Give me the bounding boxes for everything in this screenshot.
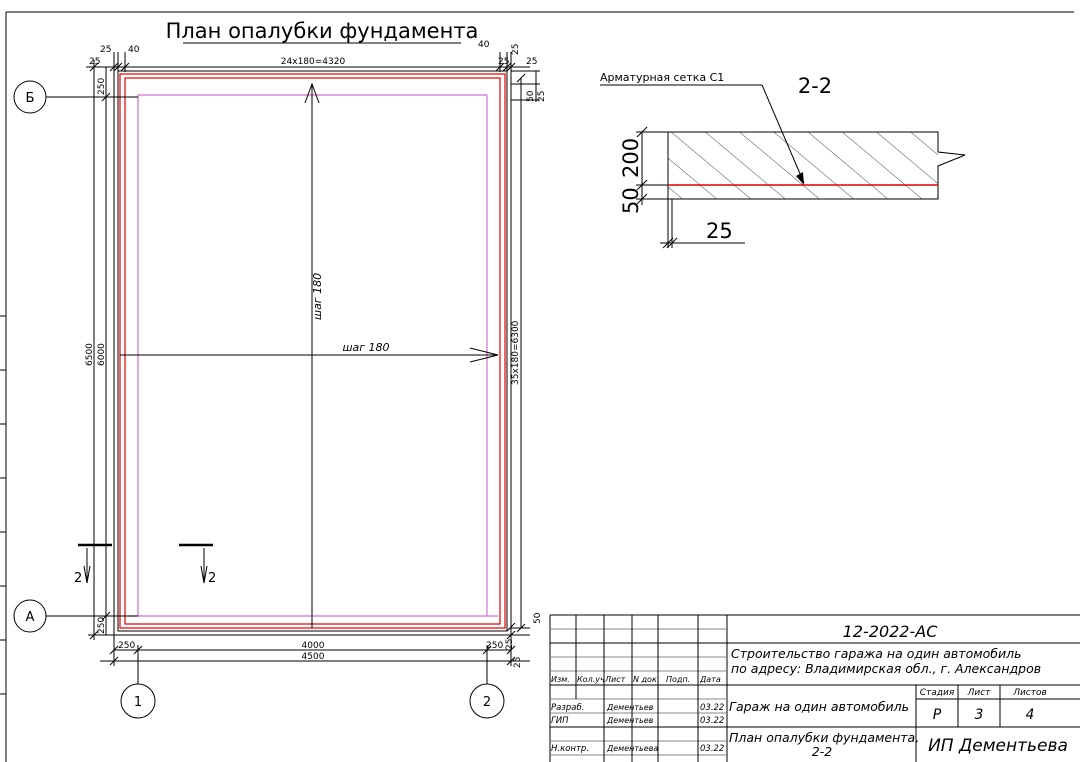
dim-right-25-top: 25	[537, 91, 547, 102]
stamp-row-date: 03.22	[700, 744, 724, 754]
dim-bottom-4500: 4500	[302, 652, 325, 662]
axis-bubble-1	[120, 645, 156, 719]
stamp-row-date: 03.22	[700, 703, 724, 713]
section-dim-200: 200	[619, 138, 643, 178]
plan-title: План опалубки фундамента	[166, 19, 479, 43]
section-dim-25: 25	[706, 219, 733, 243]
dim-top-25-right3: 25	[526, 57, 537, 67]
stamp-drawing-name-line1: План опалубки фундамента,	[729, 730, 919, 745]
left-margin-ticks	[0, 315, 6, 695]
dim-right-35x180: 35x180=6300	[511, 320, 521, 385]
stamp-sheet-label: Лист	[967, 688, 992, 698]
section-mark-left-label: 2	[74, 571, 82, 586]
stamp-header-data: Дата	[699, 675, 721, 684]
stamp-sheets-value: 4	[1026, 707, 1035, 723]
stamp-row-role: Н.контр.	[551, 744, 589, 754]
section-dimensions	[636, 126, 745, 249]
stamp-row-name: Дементьев	[606, 716, 654, 725]
dimension-left	[88, 60, 114, 640]
axis-bubble-2	[469, 645, 505, 719]
dim-top-25-left: 25	[89, 57, 100, 67]
step-label-horizontal: шаг 180	[342, 341, 389, 354]
dim-right-25-bottom: 25	[513, 657, 523, 668]
axis-label-a: А	[26, 610, 35, 625]
section-dim-50: 50	[619, 187, 643, 214]
stamp-row-date: 03.22	[700, 716, 724, 726]
section-title: 2-2	[798, 74, 832, 98]
dim-left-6000: 6000	[97, 343, 107, 366]
stamp-stage-value: Р	[933, 707, 942, 723]
stamp-row-name: Дементьева	[606, 744, 658, 753]
stamp-header-izm: Изм.	[551, 675, 570, 684]
stamp-row-name: Дементьев	[606, 703, 654, 712]
section-leader-label: Арматурная сетка С1	[600, 71, 724, 84]
axis-label-1: 1	[134, 695, 142, 710]
dim-right-50-bottom: 50	[533, 612, 543, 624]
dim-bottom-250-left: 250	[118, 641, 135, 651]
dim-top-25-right2: 25	[511, 44, 521, 55]
stamp-sheet-value: 3	[975, 707, 984, 723]
stamp-row-role: Разраб.	[551, 703, 584, 713]
axis-label-2: 2	[483, 695, 491, 710]
stamp-drawing-name-line2: 2-2	[812, 744, 832, 759]
stamp-stage-label: Стадия	[920, 688, 955, 698]
stamp-organization: ИП Дементьева	[928, 736, 1068, 756]
dim-bottom-25: 25	[505, 639, 515, 650]
section-mark-right-label: 2	[208, 571, 216, 586]
step-label-vertical: шаг 180	[311, 273, 324, 320]
dim-top-total: 24x180=4320	[281, 57, 346, 67]
stamp-project-line2: по адресу: Владимирская обл., г. Алексан…	[731, 661, 1041, 676]
dimension-top	[86, 52, 530, 72]
stamp-header-podp: Подп.	[666, 675, 690, 684]
stamp-row-role: ГИП	[551, 716, 569, 726]
axis-label-b: Б	[26, 91, 35, 106]
dim-top-40-left: 40	[128, 45, 140, 55]
dimension-right-top	[511, 70, 540, 102]
stamp-project-line1: Строительство гаража на один автомобиль	[731, 646, 1022, 661]
step-arrow-vertical	[304, 82, 320, 628]
dim-left-250-top: 250	[97, 78, 107, 95]
dim-top-25-right: 25	[498, 57, 509, 67]
dim-left-250-bottom: 250	[97, 617, 107, 634]
stamp-header-ndok: N док	[633, 675, 657, 684]
dimension-bottom	[100, 635, 530, 666]
stamp-header-kol: Кол.уч	[577, 675, 605, 684]
stamp-object-name: Гараж на один автомобиль	[729, 699, 909, 714]
axis-bubble-a	[13, 599, 138, 633]
dim-bottom-250-right: 250	[486, 641, 503, 651]
stamp-header-list: Лист	[604, 675, 626, 684]
dim-top-25-left2: 25	[100, 45, 111, 55]
section-mark-left	[78, 543, 112, 584]
axis-bubble-b	[13, 80, 138, 114]
dim-left-6500: 6500	[85, 343, 95, 366]
step-arrow-horizontal	[120, 347, 499, 363]
stamp-doc-code: 12-2022-АС	[843, 622, 939, 641]
section-slab	[667, 131, 966, 200]
dim-bottom-4000: 4000	[302, 641, 325, 651]
section-mark-right	[179, 543, 213, 584]
dim-top-40-right: 40	[478, 40, 490, 50]
stamp-sheets-label: Листов	[1012, 688, 1047, 698]
dim-right-50-top: 50	[526, 90, 536, 102]
title-block-grid	[549, 614, 1080, 762]
